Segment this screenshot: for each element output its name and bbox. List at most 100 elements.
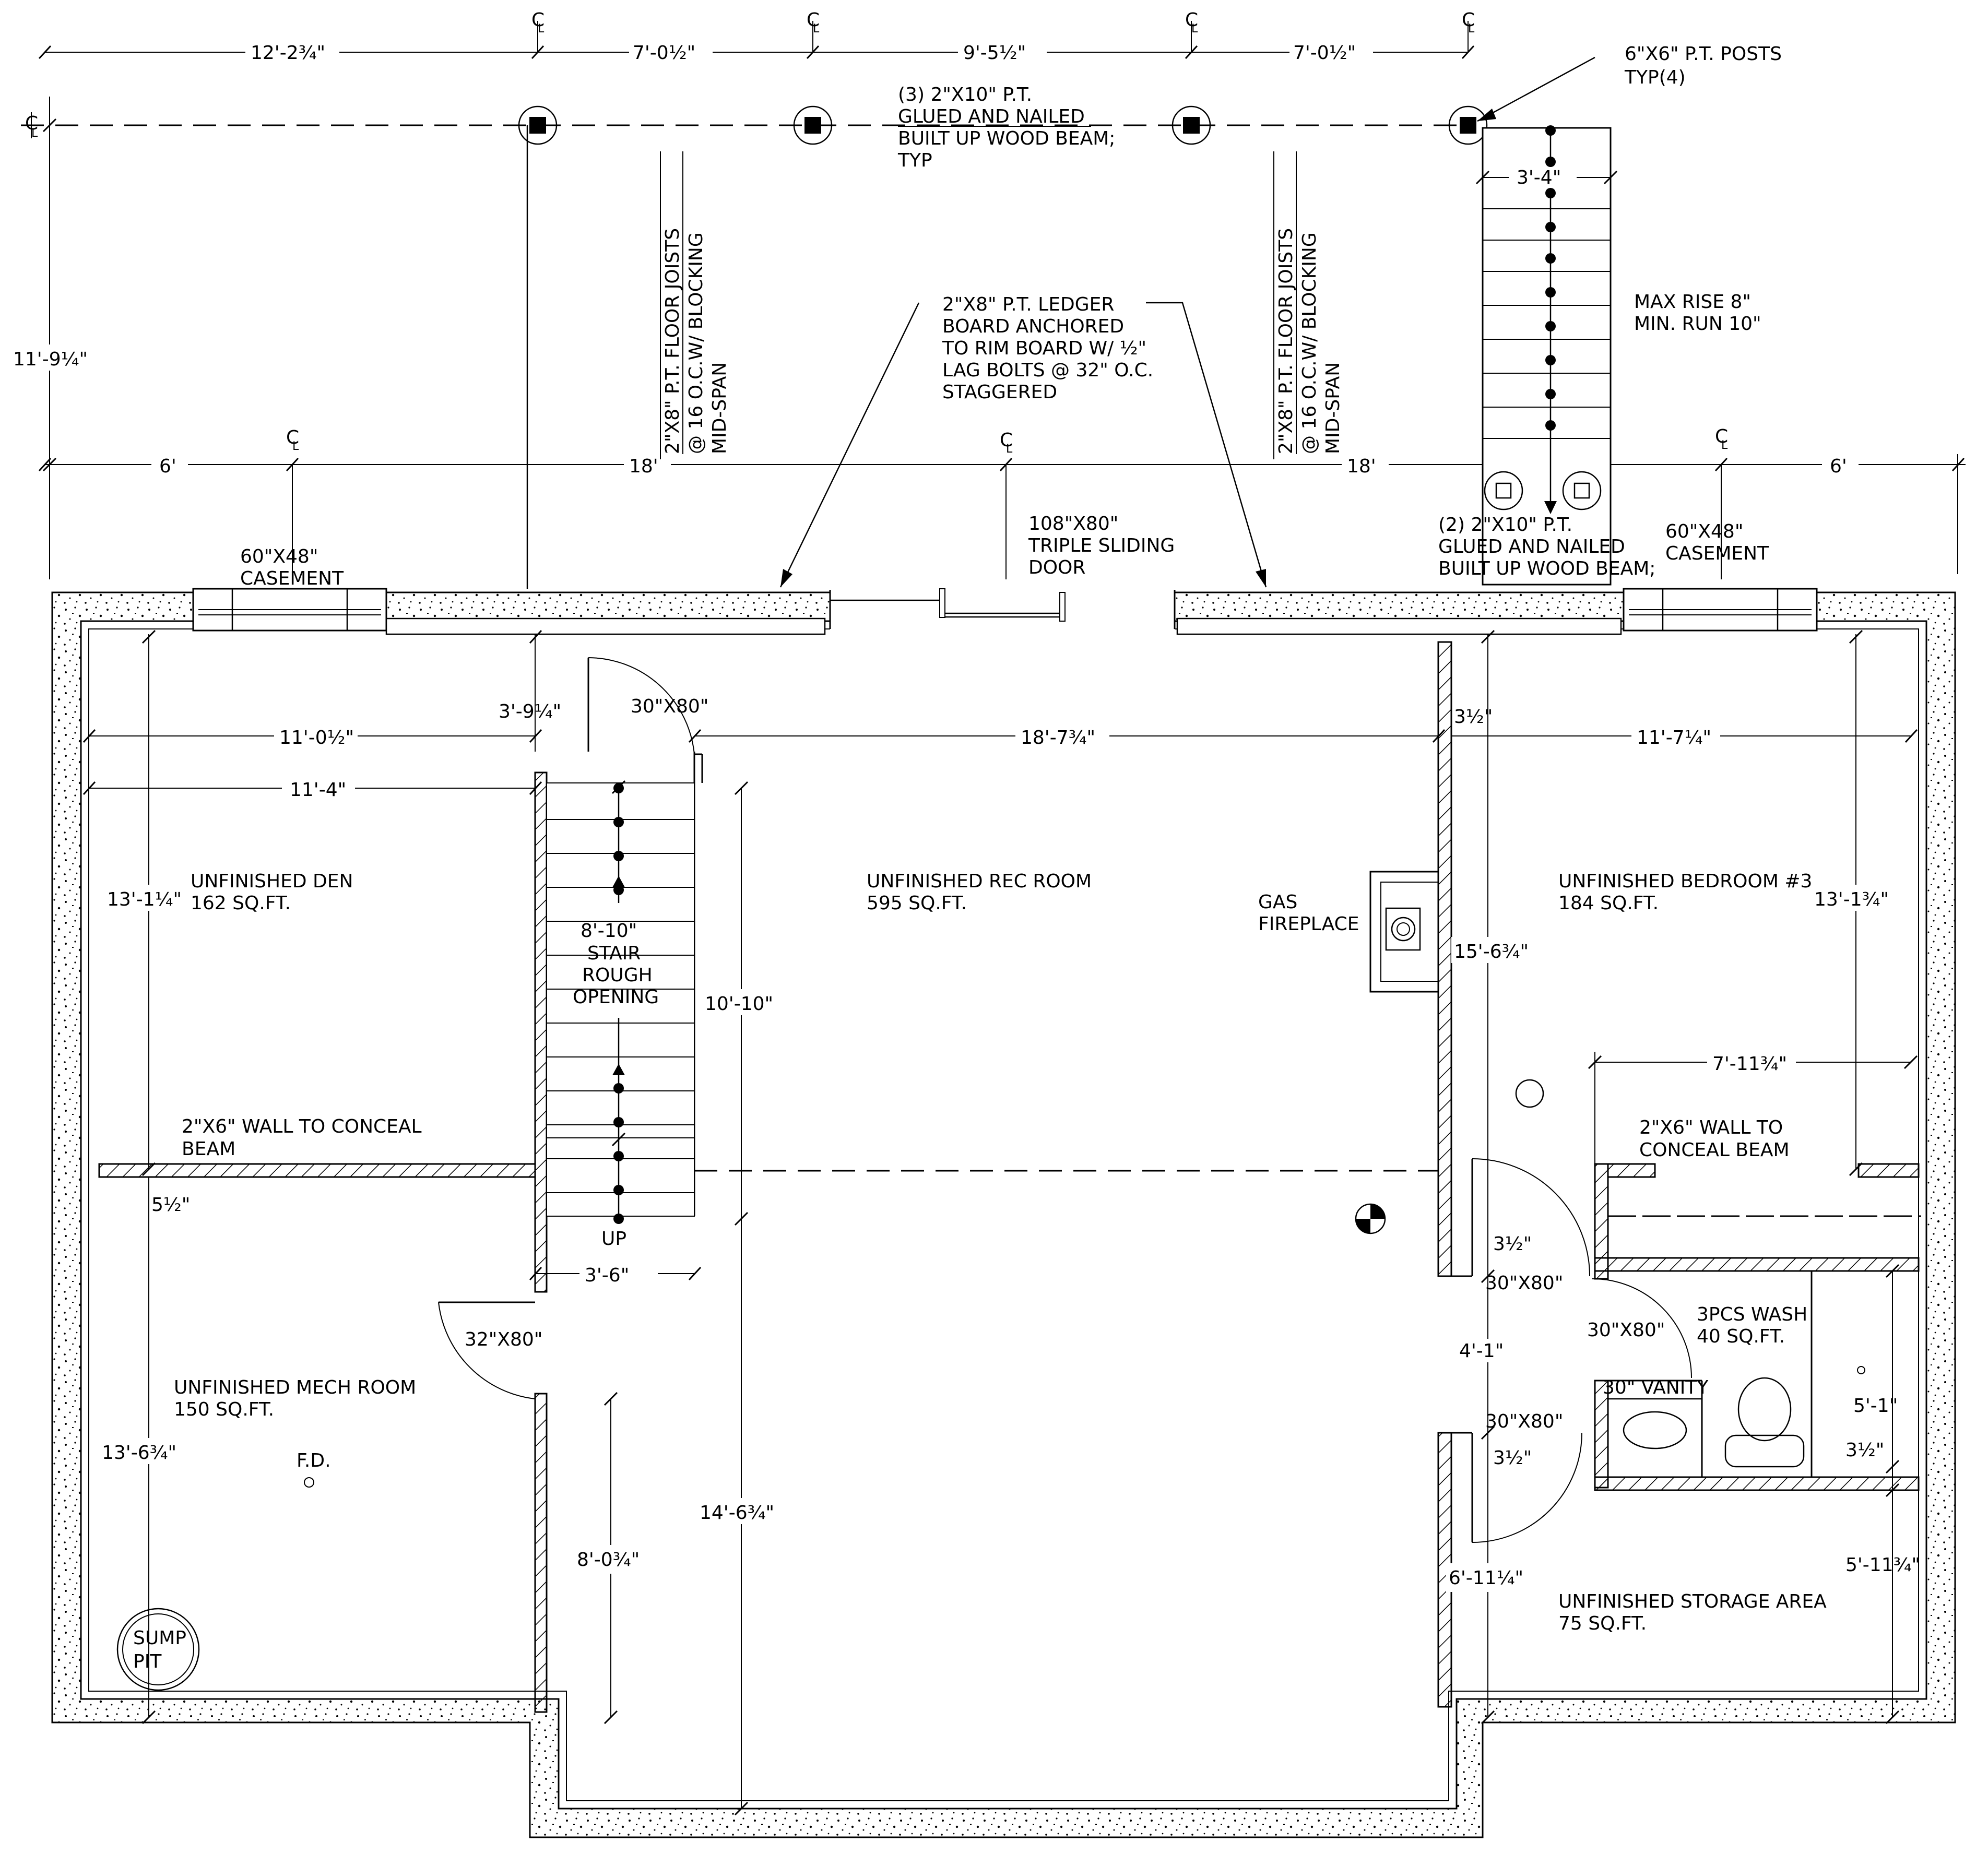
svg-text:C: C <box>1462 9 1475 31</box>
svg-text:3PCS WASH: 3PCS WASH <box>1697 1304 1807 1325</box>
fd-note: F.D. <box>297 1450 331 1471</box>
svg-text:2"X6" WALL TO: 2"X6" WALL TO <box>1639 1117 1783 1138</box>
stair-rise-note: MAX RISE 8" MIN. RUN 10" <box>1634 291 1761 335</box>
svg-text:GAS: GAS <box>1258 892 1297 913</box>
ledger-note: 2"X8" P.T. LEDGER BOARD ANCHORED TO RIM … <box>942 294 1153 403</box>
dim-line-mid: 6' 18' 18' 6' <box>38 454 1966 579</box>
svg-text:SUMP: SUMP <box>133 1627 186 1649</box>
svg-text:30"X80": 30"X80" <box>1485 1411 1563 1432</box>
svg-text:60"X48": 60"X48" <box>1665 521 1743 542</box>
svg-text:3'-9¼": 3'-9¼" <box>499 701 561 722</box>
dim-mid-2: 18' <box>629 456 658 477</box>
casement-note-right: 60"X48" CASEMENT <box>1665 521 1769 564</box>
svg-text:30" VANITY: 30" VANITY <box>1603 1377 1709 1398</box>
svg-text:13'-1¼": 13'-1¼" <box>107 889 182 910</box>
svg-text:(2) 2"X10" P.T.: (2) 2"X10" P.T. <box>1438 514 1572 536</box>
room-storage: UNFINISHED STORAGE AREA 75 SQ.FT. <box>1558 1591 1827 1634</box>
svg-text:CASEMENT: CASEMENT <box>1665 543 1769 564</box>
bath-door <box>1592 1278 1692 1378</box>
dim-left-vertical: 11'-9¼" <box>13 349 88 370</box>
svg-text:MAX RISE 8": MAX RISE 8" <box>1634 291 1751 313</box>
deck-beam <box>21 124 1472 589</box>
svg-text:@ 16 O.C.W/ BLOCKING: @ 16 O.C.W/ BLOCKING <box>685 232 707 454</box>
svg-text:C: C <box>286 427 299 448</box>
main-stair <box>546 780 695 1224</box>
svg-text:30"X80": 30"X80" <box>631 696 708 717</box>
svg-text:DOOR: DOOR <box>1028 557 1085 578</box>
casement-note-left: 60"X48" CASEMENT <box>240 546 344 589</box>
svg-text:6"X6" P.T. POSTS: 6"X6" P.T. POSTS <box>1625 43 1782 65</box>
door-notes: 30"X80" 32"X80" 30"X80" 30"X80" 30"X80" <box>465 696 1665 1432</box>
dim-top-4: 7'-0½" <box>1293 42 1356 64</box>
svg-text:GLUED AND NAILED: GLUED AND NAILED <box>898 106 1085 127</box>
svg-text:CONCEAL BEAM: CONCEAL BEAM <box>1639 1139 1790 1161</box>
svg-text:@ 16 O.C.W/ BLOCKING: @ 16 O.C.W/ BLOCKING <box>1299 232 1320 454</box>
svg-text:11'-0½": 11'-0½" <box>279 727 354 748</box>
svg-text:TYP(4): TYP(4) <box>1624 67 1686 88</box>
svg-text:8'-10": 8'-10" <box>581 920 637 942</box>
svg-text:(3) 2"X10" P.T.: (3) 2"X10" P.T. <box>898 84 1032 105</box>
beam-2-note: (2) 2"X10" P.T. GLUED AND NAILED BUILT U… <box>1438 514 1655 579</box>
svg-text:BOARD ANCHORED: BOARD ANCHORED <box>942 316 1124 337</box>
svg-text:11'-4": 11'-4" <box>290 779 346 801</box>
svg-text:6'-11¼": 6'-11¼" <box>1449 1567 1523 1589</box>
svg-text:UNFINISHED DEN: UNFINISHED DEN <box>191 871 353 892</box>
room-mech: UNFINISHED MECH ROOM 150 SQ.FT. <box>174 1377 416 1420</box>
svg-text:30"X80": 30"X80" <box>1485 1273 1563 1294</box>
gas-fireplace <box>1369 871 1439 993</box>
posts-note: 6"X6" P.T. POSTS TYP(4) <box>1624 43 1782 88</box>
dim-stair-top: 3'-4" <box>1517 167 1561 188</box>
svg-text:MID-SPAN: MID-SPAN <box>1322 362 1344 454</box>
room-rec: UNFINISHED REC ROOM 595 SQ.FT. <box>867 871 1092 914</box>
leaders <box>779 56 1595 588</box>
svg-text:L: L <box>1191 22 1198 35</box>
svg-text:7'-11¾": 7'-11¾" <box>1712 1053 1787 1075</box>
dim-top-2: 7'-0½" <box>633 42 695 64</box>
svg-text:3½": 3½" <box>1845 1440 1884 1461</box>
vanity-note: 30" VANITY <box>1603 1377 1709 1398</box>
centerline-marks-top <box>31 21 1469 138</box>
svg-text:UNFINISHED STORAGE AREA: UNFINISHED STORAGE AREA <box>1558 1591 1827 1612</box>
dim-line-top: 12'-2¾" 7'-0½" 9'-5½" 7'-0½" <box>38 41 1475 64</box>
svg-text:F.D.: F.D. <box>297 1450 331 1471</box>
vanity <box>1607 1398 1703 1478</box>
svg-text:595 SQ.FT.: 595 SQ.FT. <box>867 893 967 914</box>
dim-mid-3: 18' <box>1347 456 1376 477</box>
cl-symbols: CL CL CL CL CL CL CL CL <box>25 9 1728 456</box>
svg-text:BEAM: BEAM <box>182 1138 235 1160</box>
svg-text:2"X6" WALL TO CONCEAL: 2"X6" WALL TO CONCEAL <box>182 1116 422 1137</box>
svg-text:60"X48": 60"X48" <box>240 546 318 567</box>
svg-text:L: L <box>31 127 38 140</box>
svg-text:LAG BOLTS @ 32" O.C.: LAG BOLTS @ 32" O.C. <box>942 360 1153 381</box>
triple-sliding-door <box>829 588 1176 631</box>
joists-note-left: 2"X8" P.T. FLOOR JOISTS @ 16 O.C.W/ BLOC… <box>660 151 730 459</box>
svg-text:L: L <box>1006 443 1013 456</box>
svg-text:UNFINISHED BEDROOM #3: UNFINISHED BEDROOM #3 <box>1558 871 1812 892</box>
toilet <box>1724 1377 1805 1468</box>
svg-text:UP: UP <box>601 1228 626 1250</box>
bedroom-door <box>1471 1158 1590 1277</box>
room-bath: 3PCS WASH 40 SQ.FT. <box>1697 1304 1807 1347</box>
svg-text:TO RIM BOARD W/ ½": TO RIM BOARD W/ ½" <box>942 338 1146 359</box>
svg-text:CASEMENT: CASEMENT <box>240 568 344 589</box>
svg-text:L: L <box>813 22 820 35</box>
svg-text:BUILT UP WOOD BEAM;: BUILT UP WOOD BEAM; <box>898 128 1115 149</box>
svg-text:L: L <box>538 22 545 35</box>
fireplace-note: GAS FIREPLACE <box>1258 892 1359 935</box>
svg-text:OPENING: OPENING <box>573 987 659 1008</box>
svg-text:15'-6¾": 15'-6¾" <box>1454 941 1529 962</box>
svg-text:10'-10": 10'-10" <box>705 993 773 1015</box>
svg-text:FIREPLACE: FIREPLACE <box>1258 913 1359 935</box>
svg-text:4'-1": 4'-1" <box>1459 1340 1504 1362</box>
mech-room-door <box>438 1301 536 1399</box>
post-4 <box>1448 105 1488 145</box>
svg-text:5'-11¾": 5'-11¾" <box>1845 1554 1920 1576</box>
svg-text:BUILT UP WOOD BEAM;: BUILT UP WOOD BEAM; <box>1438 558 1655 579</box>
svg-text:C: C <box>531 9 545 31</box>
svg-text:75 SQ.FT.: 75 SQ.FT. <box>1558 1613 1647 1634</box>
svg-text:32"X80": 32"X80" <box>465 1329 542 1350</box>
stair-walls <box>534 752 695 1713</box>
svg-text:3½": 3½" <box>1493 1233 1532 1255</box>
room-den: UNFINISHED DEN 162 SQ.FT. <box>191 871 353 914</box>
